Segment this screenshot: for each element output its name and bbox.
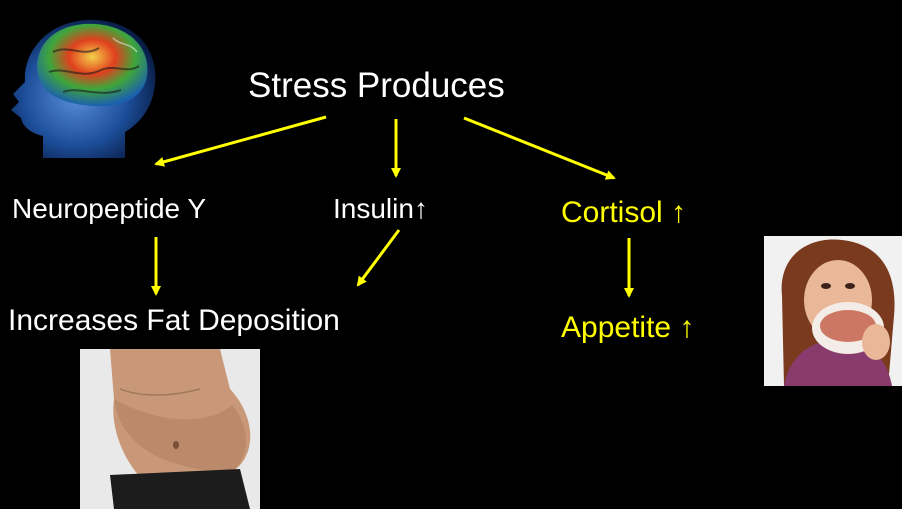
woman-eating-cake-icon	[764, 236, 902, 386]
overweight-belly-icon	[80, 349, 260, 509]
belly-image	[80, 349, 260, 509]
arrow-insulin-to-fat	[358, 230, 399, 285]
arrow-stress-to-cortisol	[464, 118, 614, 178]
arrow-stress-to-neuropeptide	[156, 117, 326, 164]
woman-eating-image	[764, 236, 902, 386]
